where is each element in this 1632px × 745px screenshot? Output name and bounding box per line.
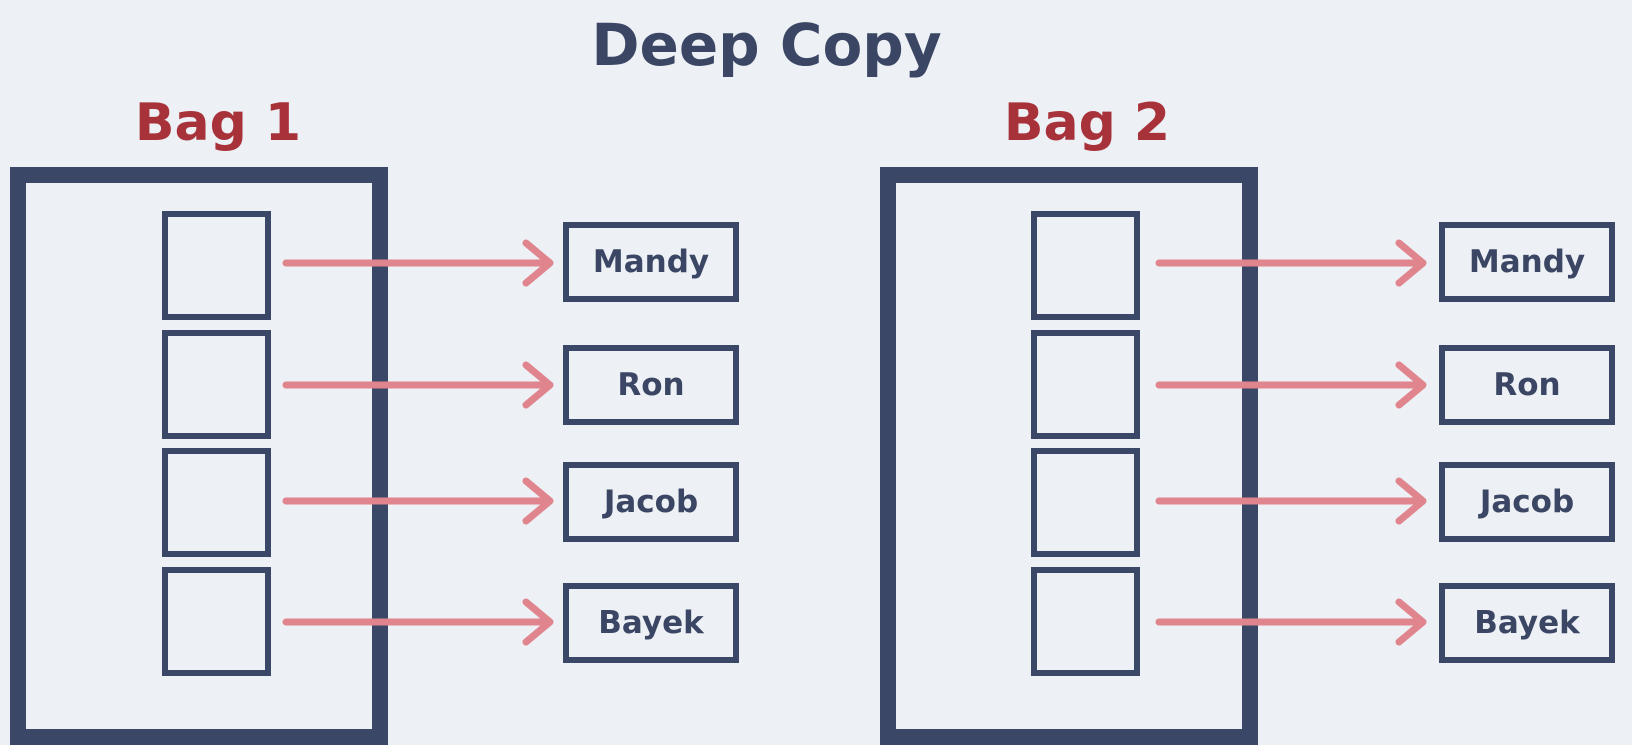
bag-1-label: Bag 1 <box>134 93 302 153</box>
bag-2-slot-4 <box>1031 567 1140 676</box>
bag-2-slot-3 <box>1031 448 1140 557</box>
bag-1-item-jacob: Jacob <box>563 462 739 542</box>
bag-2-item-mandy: Mandy <box>1439 222 1615 302</box>
bag-2-item-ron: Ron <box>1439 345 1615 425</box>
diagram-title: Deep Copy <box>591 11 942 79</box>
bag-2-item-bayek: Bayek <box>1439 583 1615 663</box>
bag-2-label: Bag 2 <box>1003 93 1171 153</box>
bag-1-item-bayek: Bayek <box>563 583 739 663</box>
bag-1-slot-1 <box>162 211 271 320</box>
bag-2-item-jacob: Jacob <box>1439 462 1615 542</box>
bag-1-arrow-2 <box>282 361 554 409</box>
bag-1-arrow-3 <box>282 477 554 525</box>
bag-2-arrow-3 <box>1155 477 1427 525</box>
bag-1-slot-3 <box>162 448 271 557</box>
bag-1-item-mandy: Mandy <box>563 222 739 302</box>
bag-1-arrow-1 <box>282 239 554 287</box>
bag-2-arrow-1 <box>1155 239 1427 287</box>
bag-1-arrow-4 <box>282 598 554 646</box>
bag-1-slot-4 <box>162 567 271 676</box>
bag-2-slot-1 <box>1031 211 1140 320</box>
bag-1-slot-2 <box>162 330 271 439</box>
bag-2-arrow-4 <box>1155 598 1427 646</box>
bag-2-slot-2 <box>1031 330 1140 439</box>
bag-1-item-ron: Ron <box>563 345 739 425</box>
bag-2-arrow-2 <box>1155 361 1427 409</box>
